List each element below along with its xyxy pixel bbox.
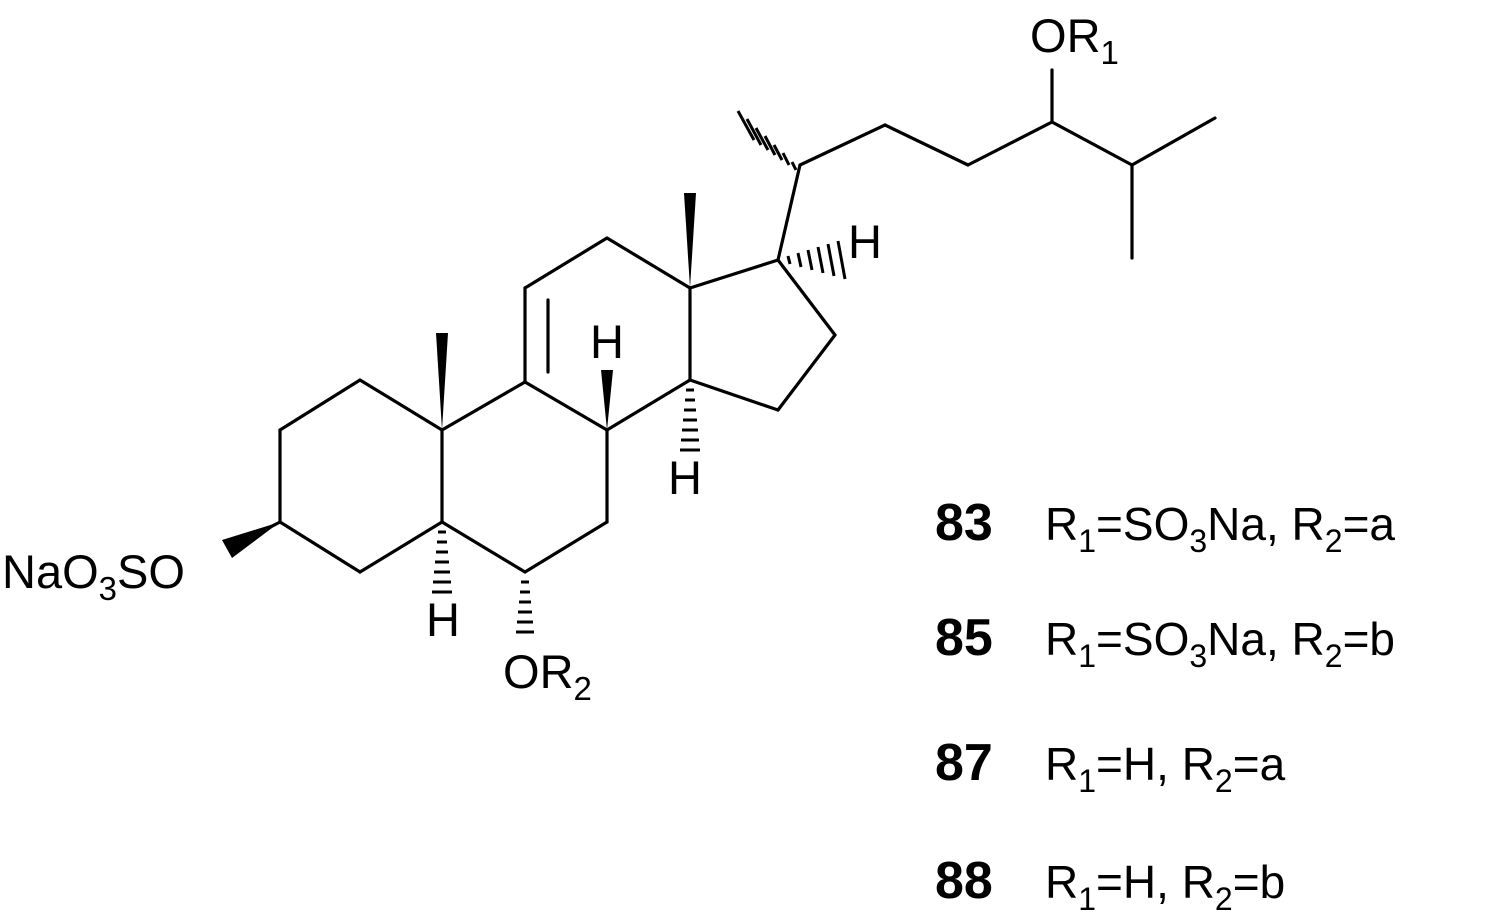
ring-a [278, 378, 444, 574]
h-c17-label: H [848, 215, 882, 268]
hashed-bonds [432, 110, 847, 634]
compound-legend: 83 R1=SO3Na, R2=a 85 R1=SO3Na, R2=b 87 R… [935, 494, 1395, 917]
or1-label: OR1 [1030, 9, 1119, 71]
svg-text:R1=SO3Na, R2=a: R1=SO3Na, R2=a [1045, 498, 1395, 559]
atom-labels: OR1 H H H H OR2 NaO3SO [2, 9, 1119, 707]
naoso-label: NaO3SO [2, 545, 185, 607]
wedge-bonds [222, 193, 696, 558]
side-chain [776, 68, 1217, 262]
hash-c14-h [680, 388, 700, 452]
svg-text:R1=H, R2=a: R1=H, R2=a [1045, 738, 1286, 799]
ring-d [688, 258, 837, 412]
compound-83: 83 R1=SO3Na, R2=a [935, 494, 1395, 559]
svg-text:87: 87 [935, 734, 993, 792]
hash-c6-o [516, 580, 534, 634]
svg-text:R1=SO3Na, R2=b: R1=SO3Na, R2=b [1045, 613, 1395, 674]
wedge-c13-methyl [684, 193, 696, 288]
h-c5-label: H [426, 593, 460, 646]
h-c8-label: H [590, 315, 624, 368]
or2-label: OR2 [503, 645, 592, 707]
hash-c17-h [786, 240, 847, 280]
hash-c5-h [432, 530, 452, 594]
svg-text:83: 83 [935, 494, 993, 552]
wedge-c3-o [222, 522, 280, 558]
svg-text:R1=H, R2=b: R1=H, R2=b [1045, 856, 1285, 917]
hash-c20-methyl [736, 110, 798, 171]
h-c14-label: H [668, 451, 702, 504]
compound-87: 87 R1=H, R2=a [935, 734, 1286, 799]
ring-b [440, 380, 609, 574]
wedge-c10-methyl [436, 333, 448, 430]
compound-88: 88 R1=H, R2=b [935, 852, 1285, 917]
wedge-c8-h [601, 370, 613, 430]
compound-85: 85 R1=SO3Na, R2=b [935, 609, 1395, 674]
svg-text:85: 85 [935, 609, 993, 667]
svg-text:88: 88 [935, 852, 993, 910]
ring-c [523, 236, 692, 432]
